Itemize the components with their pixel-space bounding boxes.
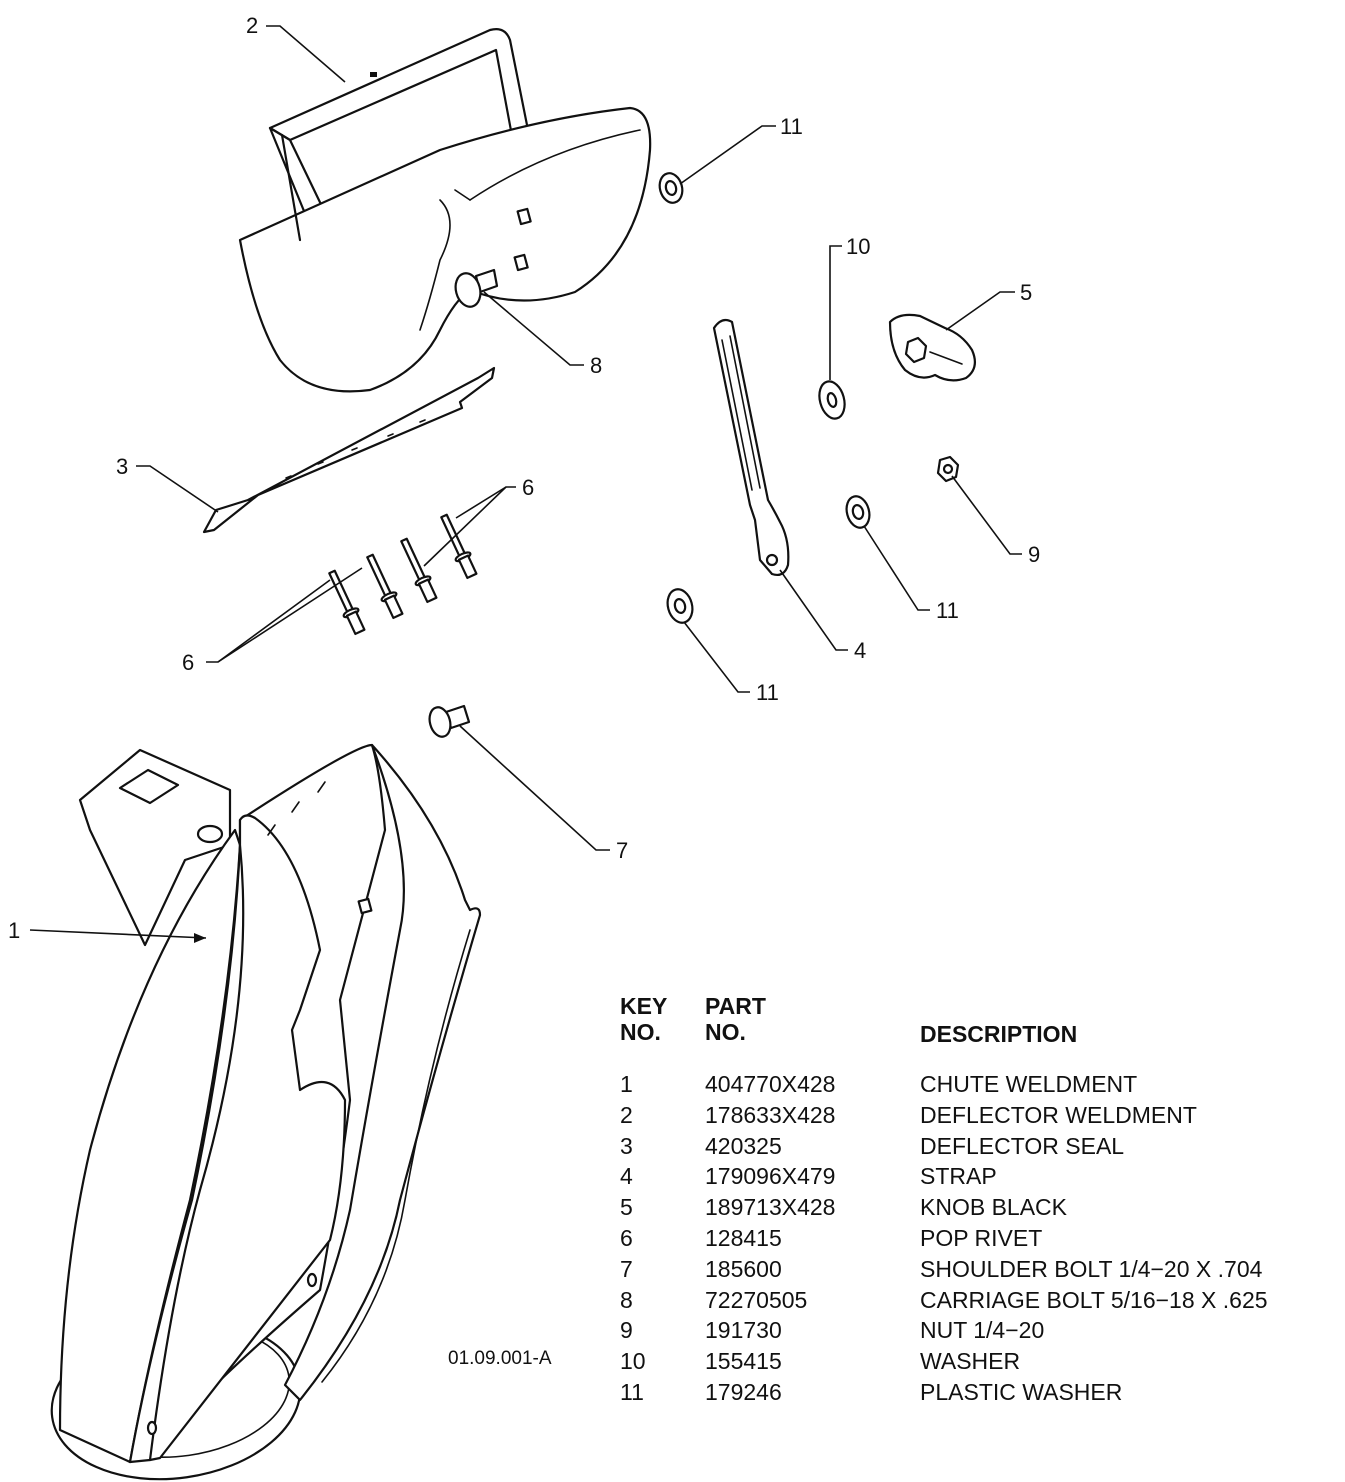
label-1: 1 [8,918,20,943]
label-4: 4 [854,638,866,663]
figure-id: 01.09.001-A [448,1348,552,1369]
washer [818,380,846,420]
cell-part-no: 404770X428 [705,1071,836,1097]
cell-description: CHUTE WELDMENT [920,1071,1138,1097]
plastic-washers [658,172,871,624]
shoulder-bolt [428,704,471,738]
knob-black [888,313,977,382]
cell-key: 8 [620,1286,633,1313]
cell-part-no: 189713X428 [705,1194,836,1221]
label-11-top: 11 [780,114,803,139]
deflector-weldment [238,28,652,393]
cell-key: 6 [620,1224,633,1251]
cell-part-no: 179246 [705,1378,782,1405]
cell-key: 10 [620,1348,646,1375]
table-row: 9 191730 NUT 1/4−20 [620,1317,1340,1348]
table-row: 1 404770X428 CHUTE WELDMENT [620,1071,1340,1102]
cell-part-no: 178633X428 [705,1101,836,1128]
cell-part-no: 155415 [705,1348,782,1375]
cell-key: 7 [620,1255,633,1282]
table-row: 10 155415 WASHER [620,1348,1340,1379]
cell-description: DEFLECTOR WELDMENT [920,1101,1197,1128]
label-9: 9 [1028,542,1040,567]
header-description: DESCRIPTION [920,1021,1078,1047]
label-2: 2 [246,13,258,38]
table-row: 6 128415 POP RIVET [620,1225,1340,1256]
leader-lines [29,25,1022,943]
label-10: 10 [846,234,870,259]
cell-key: 1 [620,1071,633,1097]
cell-description: STRAP [920,1163,997,1190]
nut [936,455,960,483]
label-8: 8 [590,353,602,378]
cell-part-no: 191730 [705,1317,782,1344]
table-row: 3 420325 DEFLECTOR SEAL [620,1133,1340,1164]
cell-description: DEFLECTOR SEAL [920,1132,1125,1159]
cell-description: POP RIVET [920,1224,1043,1251]
callout-labels: 2 11 10 5 8 3 6 9 11 4 6 11 7 1 01.09.00… [8,13,1040,1369]
cell-description: WASHER [920,1348,1021,1375]
cell-description: KNOB BLACK [920,1194,1067,1221]
cell-description: SHOULDER BOLT 1/4−20 X .704 [920,1255,1263,1282]
cell-part-no: 72270505 [705,1286,808,1313]
table-row: 4 179096X479 STRAP [620,1163,1340,1194]
parts-list-table: KEY NO. PART NO. DESCRIPTION 1 404770X428… [620,993,1340,1410]
table-row: 11 179246 PLASTIC WASHER [620,1379,1340,1410]
cell-description: CARRIAGE BOLT 5/16−18 X .625 [920,1286,1268,1313]
strap [712,318,790,577]
header-part-no-line1: PART [705,993,766,1019]
cell-description: NUT 1/4−20 [920,1317,1045,1344]
table-row: 7 185600 SHOULDER BOLT 1/4−20 X .704 [620,1256,1340,1287]
cell-key: 2 [620,1101,633,1128]
table-row: 2 178633X428 DEFLECTOR WELDMENT [620,1102,1340,1133]
table-row: 5 189713X428 KNOB BLACK [620,1194,1340,1225]
deflector-seal [202,366,496,534]
label-6-lower: 6 [182,650,194,675]
cell-key: 9 [620,1317,633,1344]
table-header: KEY NO. PART NO. DESCRIPTION [620,993,1340,1053]
header-key-no-line2: NO. [620,1019,661,1045]
label-3: 3 [116,454,128,479]
label-11-mid: 11 [936,598,959,623]
cell-part-no: 420325 [705,1132,782,1159]
cell-key: 3 [620,1132,633,1159]
cell-key: 4 [620,1163,633,1190]
cell-key: 5 [620,1194,633,1221]
label-7: 7 [616,838,628,863]
label-11-low: 11 [756,680,779,705]
cell-part-no: 185600 [705,1255,782,1282]
cell-part-no: 128415 [705,1224,782,1251]
cell-part-no: 179096X479 [705,1163,836,1190]
label-6-upper: 6 [522,475,534,500]
chute-weldment [50,743,482,1481]
carriage-bolt [454,268,499,308]
label-5: 5 [1020,280,1032,305]
table-row: 8 72270505 CARRIAGE BOLT 5/16−18 X .625 [620,1287,1340,1318]
cell-description: PLASTIC WASHER [920,1378,1123,1405]
cell-key: 11 [620,1378,644,1405]
header-part-no-line2: NO. [705,1019,746,1045]
header-key-no-line1: KEY [620,993,668,1019]
pop-rivets [328,513,478,636]
